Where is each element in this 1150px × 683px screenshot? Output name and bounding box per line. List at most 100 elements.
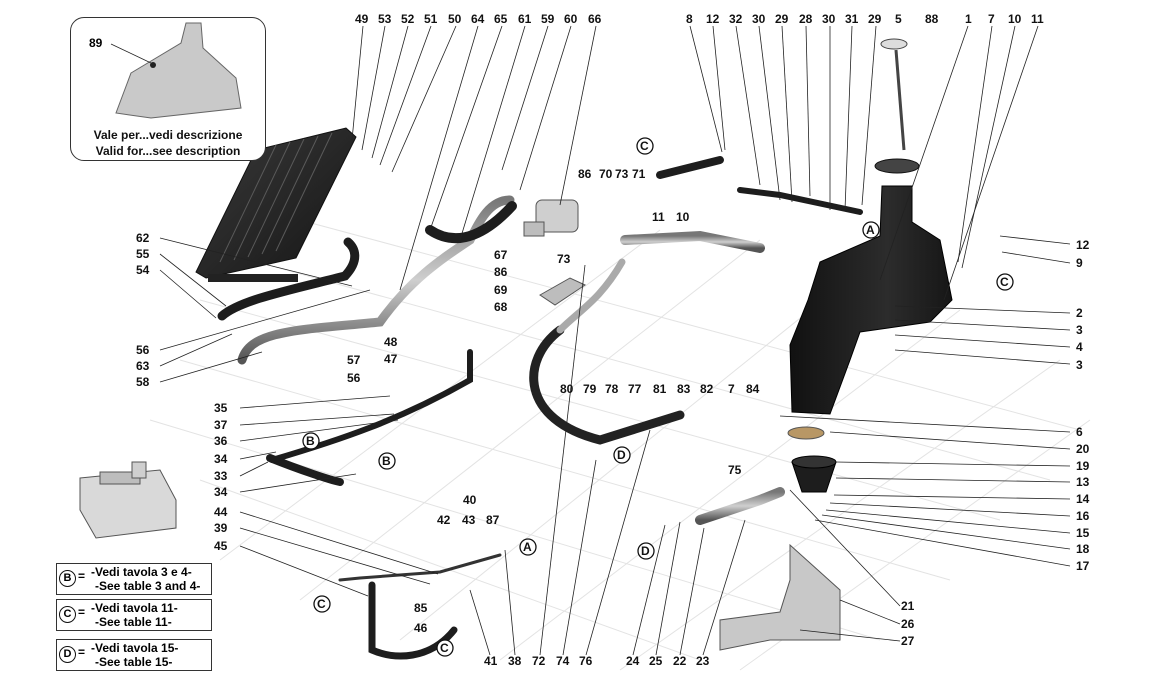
callout: 62: [136, 231, 150, 245]
callout: 28: [799, 12, 813, 26]
callout: 74: [556, 654, 570, 668]
callout: 42: [437, 513, 451, 527]
legend-item-b: B = -Vedi tavola 3 e 4- -See table 3 and…: [56, 563, 212, 595]
expansion-tank: [789, 38, 953, 415]
leader-lines: [159, 25, 1071, 656]
callouts-middle: 86 70 73 71 67 86 73 69 68 48 47 57 56 8…: [347, 167, 760, 635]
callout: 37: [214, 418, 228, 432]
legend-item-d: D = -Vedi tavola 15- -See table 15-: [56, 639, 212, 671]
callout: 86: [578, 167, 592, 181]
callout: 67: [494, 248, 508, 262]
callout: 82: [700, 382, 714, 396]
ref-letter: A: [866, 223, 875, 237]
callout: 80: [560, 382, 574, 396]
callout: 7: [728, 382, 735, 396]
callout: 59: [541, 12, 555, 26]
callout: 20: [1076, 442, 1090, 456]
callout: 27: [901, 634, 915, 648]
callout: 45: [214, 539, 228, 553]
callout: 14: [1076, 492, 1090, 506]
callout: 36: [214, 434, 228, 448]
callout: 43: [462, 513, 476, 527]
callout: 17: [1076, 559, 1090, 573]
legend-line-it: -Vedi tavola 15-: [91, 641, 179, 655]
legend-letter: B: [59, 570, 76, 587]
inset-note-en: Valid for...see description: [95, 144, 241, 158]
callout: 8: [686, 12, 693, 26]
callout: 3: [1076, 323, 1083, 337]
callout: 9: [1076, 256, 1083, 270]
callout: 24: [626, 654, 640, 668]
callout: 85: [414, 601, 428, 615]
callout: 48: [384, 335, 398, 349]
callout: 11: [1031, 12, 1044, 26]
callout: 65: [494, 12, 508, 26]
callout: 33: [214, 469, 228, 483]
callout: 88: [925, 12, 939, 26]
callout: 40: [463, 493, 477, 507]
callout: 57: [347, 353, 361, 367]
callout: 86: [494, 265, 508, 279]
inset-part-illustration: [110, 22, 242, 119]
legend-letter: D: [59, 646, 76, 663]
callout: 53: [378, 12, 392, 26]
callout: 70: [599, 167, 613, 181]
callout: 56: [136, 343, 150, 357]
callout: 30: [752, 12, 766, 26]
callout: 52: [401, 12, 415, 26]
callout: 12: [1076, 238, 1090, 252]
callout: 63: [136, 359, 150, 373]
legend-equals: =: [78, 605, 86, 619]
callout: 16: [1076, 509, 1090, 523]
callout: 12: [706, 12, 720, 26]
callout: 18: [1076, 542, 1090, 556]
callout: 4: [1076, 340, 1083, 354]
callout: 30: [822, 12, 836, 26]
ref-letter: C: [1000, 275, 1009, 289]
callout: 79: [583, 382, 597, 396]
callout: 68: [494, 300, 508, 314]
callout: 55: [136, 247, 150, 261]
legend-item-c: C = -Vedi tavola 11- -See table 11-: [56, 599, 212, 631]
callout: 77: [628, 382, 642, 396]
callout: 50: [448, 12, 462, 26]
callout: 87: [486, 513, 500, 527]
callouts-top: 49 53 52 51 50 64 65 61 59 60 66 8 12 32…: [355, 12, 1044, 26]
callout: 69: [494, 283, 508, 297]
hoses: [217, 156, 863, 660]
callout: 3: [1076, 358, 1083, 372]
floor-grid: [149, 219, 1091, 671]
callout: 46: [414, 621, 428, 635]
callout: 21: [901, 599, 915, 613]
callout: 26: [901, 617, 915, 631]
callout: 34: [214, 452, 228, 466]
callout: 7: [988, 12, 995, 26]
ref-letter: D: [641, 544, 650, 558]
legend-line-en: -See table 15-: [95, 655, 173, 669]
callout: 47: [384, 352, 398, 366]
legend-line-en: -See table 11-: [95, 615, 172, 629]
legend-letter: C: [59, 606, 76, 623]
callout: 34: [214, 485, 228, 499]
callout: 66: [588, 12, 602, 26]
callout: 29: [775, 12, 789, 26]
valve-body: [523, 199, 837, 493]
callout: 41: [484, 654, 498, 668]
callout: 23: [696, 654, 710, 668]
callout: 64: [471, 12, 485, 26]
inset-note-it: Vale per...vedi descrizione: [93, 128, 243, 142]
ref-letter: A: [523, 540, 532, 554]
callout: 39: [214, 521, 228, 535]
callouts-left: 62 55 54 56 63 58 35 37 36 34 33 34 44 3…: [136, 231, 228, 553]
callout: 6: [1076, 425, 1083, 439]
callout: 60: [564, 12, 578, 26]
variant-inset: 89 Vale per...vedi descrizione Valid for…: [70, 17, 266, 161]
callout: 10: [676, 210, 690, 224]
ref-letter: C: [640, 139, 649, 153]
callouts-bottom: 41 38 72 74 76 24 25 22 23: [484, 654, 710, 668]
inset-callout: 89: [89, 36, 103, 50]
callout: 32: [729, 12, 743, 26]
callout: 73: [615, 167, 629, 181]
legend-line-it: -Vedi tavola 3 e 4-: [91, 565, 192, 579]
